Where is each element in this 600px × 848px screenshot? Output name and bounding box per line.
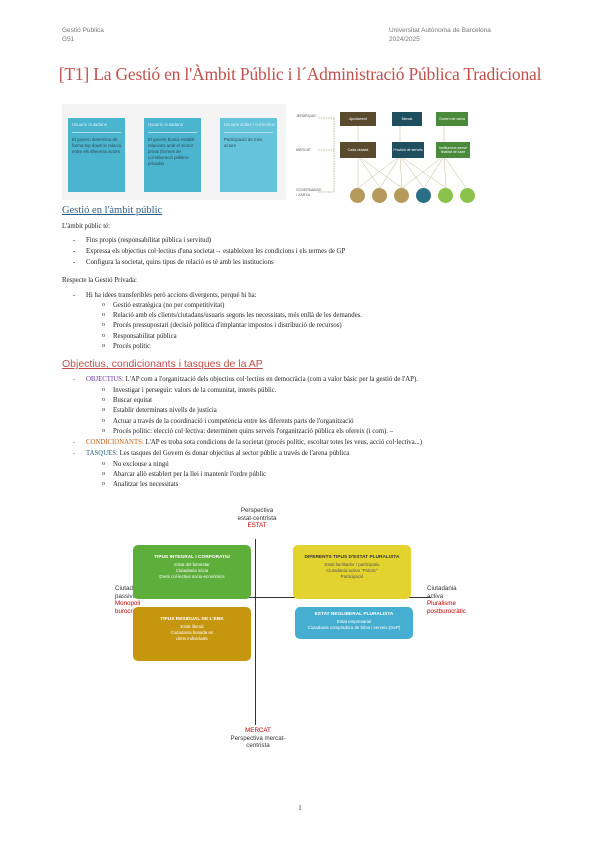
box-2: Usuaris ciutadans El govern busca establ…	[144, 118, 201, 192]
vertical-axis	[255, 539, 256, 725]
course-name: Gestió Pública	[62, 27, 104, 34]
node-circle	[438, 188, 453, 203]
label-hierarchy: JERÀRQUIC	[296, 114, 317, 118]
header-left: Gestió Pública G51	[62, 26, 104, 44]
list-item: -Expressa els objectius col·lectius d'un…	[73, 248, 346, 255]
page-number: 1	[298, 804, 302, 812]
node-circle	[394, 188, 409, 203]
node-circle	[460, 188, 475, 203]
label-network: GOVERNANCE / XARXA	[296, 188, 322, 197]
right-axis-label: Ciutadania activa Pluralisme postburocrà…	[427, 585, 466, 615]
node-circle	[416, 188, 431, 203]
academic-year: 2024/2025	[389, 36, 420, 43]
box-govern-xarxa: Govern de xarxa	[436, 112, 468, 126]
section-heading-objectius: Objectius, condicionants i tasques de la…	[62, 358, 263, 370]
network-lines	[318, 117, 467, 193]
box-institucions: Institucions sense finalitat de lucre	[436, 142, 470, 158]
box-ajuntament: Ajuntament	[340, 112, 376, 126]
section-heading-gestio: Gestió en l'àmbit públic	[62, 205, 163, 216]
node-circle	[350, 188, 365, 203]
university-name: Universitat Autònoma de Barcelona	[389, 27, 491, 34]
box-1: Usuaris ciutadans El govern determina de…	[68, 118, 125, 192]
course-code: G51	[62, 36, 75, 43]
bottom-axis-label: MERCAT Perspectiva mercat-centrista	[230, 727, 286, 749]
quadrant-diagram: Perspectiva estat-centrista ESTAT Ciutad…	[105, 501, 492, 749]
page-title: [T1] La Gestió en l'Àmbit Públic i l´Adm…	[58, 64, 542, 84]
box-ciutada: Cada ciutadà	[340, 142, 376, 158]
box-2-heading: Usuaris ciutadans	[148, 122, 183, 127]
top-axis-label: Perspectiva estat-centrista ESTAT	[237, 507, 277, 529]
governance-boxes-figure: Usuaris ciutadans El govern determina de…	[62, 104, 286, 200]
box-3: Usuaris actius / col·lectius Participaci…	[220, 118, 277, 192]
box-1-text: El govern determina de forma top down le…	[72, 137, 122, 154]
node-circle	[372, 188, 387, 203]
paragraph-intro: L'àmbit públic té:	[62, 223, 111, 230]
quadrant-bottom-right: ESTAT NEOLIBERAL PLURALISTA Estat empres…	[295, 607, 413, 639]
list-item: -Fins propis (responsabilitat pública i …	[73, 237, 212, 244]
list-item: -Configura la societat, quins tipus de r…	[73, 259, 274, 266]
left-axis-label: Ciutadania passiva Monopoli burocràtic	[115, 585, 145, 615]
box-2-rule	[148, 132, 197, 133]
list-item-tasques: -TASQUES: Les tasques del Govern és dona…	[73, 450, 350, 457]
paragraph-intro-2: Respecte la Gestió Privada:	[62, 277, 137, 284]
quadrant-top-right: DIFERENTS TIPUS D'ESTAT PLURALISTA Estat…	[293, 545, 411, 599]
label-market: MERCAT	[296, 148, 311, 152]
list-item-objectius: -OBJECTIUS: L'AP com a l'organització de…	[73, 376, 418, 383]
box-3-rule	[224, 132, 273, 133]
box-provisio: Provisió de serveis	[392, 142, 424, 158]
box-1-heading: Usuaris ciutadans	[72, 122, 107, 127]
header-right: Universitat Autònoma de Barcelona 2024/2…	[389, 26, 491, 44]
list-item: -Hi ha idees transferibles però accions …	[73, 292, 257, 299]
box-1-rule	[72, 132, 121, 133]
box-3-heading: Usuaris actius / col·lectius	[224, 122, 275, 127]
network-diagram: JERÀRQUIC MERCAT GOVERNANCE / XARXA Ajun…	[296, 104, 482, 208]
box-2-text: El govern busca establir relacions amb e…	[148, 137, 195, 166]
box-mercat: Mercat	[392, 112, 422, 126]
quadrant-top-left: TIPUS INTEGRAL I CORPORATIU Estat del be…	[133, 545, 251, 599]
box-3-text: Participació de més actors	[224, 137, 263, 148]
list-item-condicionants: -CONDICIONANTS: L'AP es troba sota condi…	[73, 439, 423, 446]
